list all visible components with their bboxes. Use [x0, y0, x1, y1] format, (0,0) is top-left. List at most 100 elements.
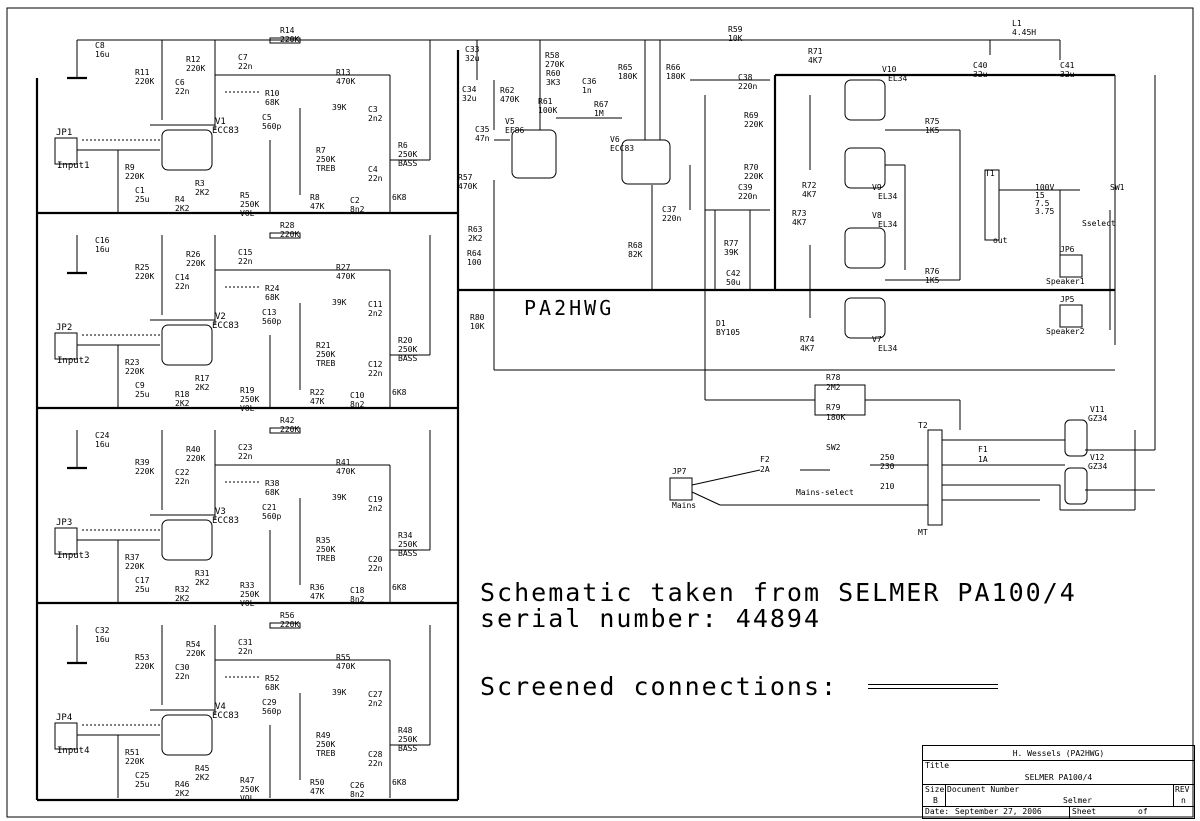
- rectifier-type: GZ34: [1088, 462, 1107, 471]
- channel-cap-value: 16u: [95, 440, 110, 449]
- channel-res-label: 250K: [316, 350, 335, 359]
- power-part-label: 10K: [728, 34, 743, 43]
- channel-res-label: 68K: [265, 683, 280, 692]
- channel-res-label: 39K: [332, 103, 347, 112]
- channel-res-label: R22: [310, 388, 325, 397]
- channel-res-label: R54: [186, 640, 201, 649]
- power-part-label: 4K7: [802, 190, 817, 199]
- channel-res-label: VOL: [240, 209, 255, 218]
- channel-cap-value: 2n2: [368, 699, 383, 708]
- channel-res-label: VOL: [240, 794, 255, 803]
- channel-cap-ref: C28: [368, 750, 383, 759]
- channel-cap-ref: C6: [175, 78, 185, 87]
- power-part-label: C40: [973, 61, 988, 70]
- driver-part-label: 32u: [462, 94, 477, 103]
- channel-res-label: 2K2: [195, 578, 210, 587]
- design-name: PA2HWG: [524, 296, 615, 320]
- driver-part-label: 32u: [465, 54, 480, 63]
- channel-res-label: 6K8: [392, 778, 407, 787]
- channel-res-label: 220K: [135, 77, 154, 86]
- power-part-label: 4K7: [800, 344, 815, 353]
- channel-cap-ref: C22: [175, 468, 190, 477]
- channel-cap-ref: C12: [368, 360, 383, 369]
- power-part-label: R72: [802, 181, 817, 190]
- channel-res-label: R19: [240, 386, 255, 395]
- driver-tube-id: V5: [505, 117, 515, 126]
- channel-res-label: R53: [135, 653, 150, 662]
- channel-res-label: 250K: [316, 545, 335, 554]
- channel-res-label: 220K: [125, 562, 144, 571]
- channel-series-resistor: [269, 232, 301, 239]
- power-tube-type: EL34: [878, 220, 897, 229]
- channel-res-label: R26: [186, 250, 201, 259]
- driver-part-label: R61: [538, 97, 553, 106]
- channel-cap-ref: C25: [135, 771, 150, 780]
- channel-cap-value: 8n2: [350, 400, 365, 409]
- channel-cap-value: 8n2: [350, 205, 365, 214]
- channel-cap-ref: C30: [175, 663, 190, 672]
- screened-connections-sample-line: [868, 684, 998, 689]
- channel-input-label: Input3: [57, 551, 90, 561]
- v12-gz34-tube: [1064, 467, 1088, 505]
- channel-res-label: R14: [280, 26, 295, 35]
- power-tube-type: EL34: [878, 344, 897, 353]
- mains-tap-label: 210: [880, 482, 895, 491]
- channel-cap-value: 22n: [238, 647, 253, 656]
- channel-res-label: R34: [398, 531, 413, 540]
- channel-res-label: R9: [125, 163, 135, 172]
- channel-res-label: BASS: [398, 159, 417, 168]
- speaker1-jack: [1059, 254, 1083, 278]
- channel-res-label: R21: [316, 341, 331, 350]
- power-part-label: 1K5: [925, 126, 940, 135]
- channel-tube-id: V1: [215, 117, 226, 127]
- channel-res-label: R10: [265, 89, 280, 98]
- driver-part-label: C42: [726, 269, 741, 278]
- channel-res-label: 470K: [336, 77, 355, 86]
- channel-cap-ref: C20: [368, 555, 383, 564]
- channel-res-label: 220K: [280, 620, 299, 629]
- power-part-label: 32u: [973, 70, 988, 79]
- channel-res-label: 68K: [265, 293, 280, 302]
- channel-res-label: 220K: [186, 649, 205, 658]
- channel-res-label: TREB: [316, 749, 335, 758]
- channel-res-label: R51: [125, 748, 140, 757]
- channel-res-label: 250K: [240, 395, 259, 404]
- size-value: B: [933, 796, 938, 805]
- driver-part-label: 100K: [538, 106, 557, 115]
- channel-res-label: R32: [175, 585, 190, 594]
- output-transformer: [984, 169, 1000, 241]
- channel-cap-value: 560p: [262, 512, 281, 521]
- channel-res-label: 250K: [398, 345, 417, 354]
- channel-cap-ref: C21: [262, 503, 277, 512]
- channel-cap-value: 22n: [368, 564, 383, 573]
- channel-res-label: BASS: [398, 744, 417, 753]
- channel-4: JP4Input4V4ECC83C3216uC2525uC3022nC3122n…: [54, 611, 431, 803]
- channel-res-label: 250K: [398, 150, 417, 159]
- channel-cap-value: 2n2: [368, 504, 383, 513]
- v9-el34-tube: [844, 147, 886, 189]
- output-tap-label: 15: [1035, 191, 1045, 200]
- channel-cap-value: 16u: [95, 245, 110, 254]
- channel-cap-value: 22n: [175, 477, 190, 486]
- driver-part-label: C38: [738, 73, 753, 82]
- channel-cap-ref: C24: [95, 431, 110, 440]
- mains-transformer: [927, 429, 943, 526]
- driver-part-label: 1M: [594, 109, 604, 118]
- channel-res-label: 68K: [265, 98, 280, 107]
- driver-tube-type: EF86: [505, 126, 524, 135]
- driver-part-label: R64: [467, 249, 482, 258]
- channel-cap-ref: C10: [350, 391, 365, 400]
- driver-part-label: 1n: [582, 86, 592, 95]
- driver-part-label: 10K: [470, 322, 485, 331]
- driver-part-label: 100: [467, 258, 482, 267]
- power-part-label: 1K5: [925, 276, 940, 285]
- channel-res-label: 2K2: [175, 204, 190, 213]
- power-part-label: R71: [808, 47, 823, 56]
- channel-res-label: R55: [336, 653, 351, 662]
- power-supply: [669, 75, 1156, 526]
- channel-res-label: R23: [125, 358, 140, 367]
- power-part-label: R75: [925, 117, 940, 126]
- channel-res-label: R40: [186, 445, 201, 454]
- channel-res-label: 6K8: [392, 388, 407, 397]
